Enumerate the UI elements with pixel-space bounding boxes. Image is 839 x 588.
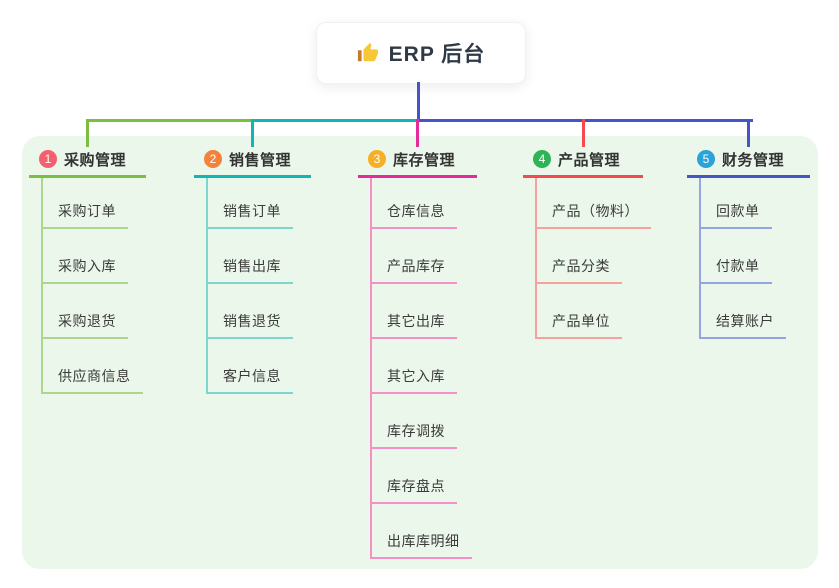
branch-children-line (41, 178, 43, 394)
branch-underline (687, 175, 810, 178)
connector-branch-drop (581, 119, 585, 147)
connector-horizontal-segment (86, 119, 254, 122)
branch-children-line (535, 178, 537, 339)
branch-number-badge: 2 (204, 150, 222, 168)
branch-underline (29, 175, 146, 178)
root-node[interactable]: ERP 后台 (316, 22, 526, 84)
connector-branch-drop (251, 119, 254, 147)
child-node[interactable]: 产品（物料） (535, 201, 651, 229)
mindmap-panel (22, 136, 818, 569)
connector-root-vertical (417, 82, 420, 122)
branch-children-line (370, 178, 372, 559)
child-node[interactable]: 采购入库 (41, 256, 128, 284)
child-node[interactable]: 采购退货 (41, 311, 128, 339)
branch-label: 财务管理 (722, 151, 785, 169)
connector-branch-drop (86, 119, 89, 147)
root-node-label: ERP 后台 (388, 43, 486, 66)
branch-header-inventory[interactable]: 3 库存管理 (358, 147, 477, 171)
child-node[interactable]: 采购订单 (41, 201, 128, 229)
child-node[interactable]: 出库库明细 (370, 531, 472, 559)
child-node[interactable]: 库存调拨 (370, 421, 457, 449)
branch-number-badge: 5 (697, 150, 715, 168)
branch-underline (523, 175, 643, 178)
child-node[interactable]: 销售出库 (206, 256, 293, 284)
child-node[interactable]: 回款单 (699, 201, 772, 229)
branch-label: 采购管理 (64, 151, 127, 169)
branch-children-line (699, 178, 701, 339)
branch-header-purchase[interactable]: 1 采购管理 (29, 147, 146, 171)
branch-underline (194, 175, 311, 178)
child-node[interactable]: 其它出库 (370, 311, 457, 339)
child-node[interactable]: 销售退货 (206, 311, 293, 339)
branch-label: 库存管理 (393, 151, 456, 169)
branch-number-badge: 3 (368, 150, 386, 168)
branch-number-badge: 4 (533, 150, 551, 168)
child-node[interactable]: 销售订单 (206, 201, 293, 229)
connector-branch-drop (747, 119, 750, 147)
branch-number-badge: 1 (39, 150, 57, 168)
connector-branch-drop (416, 119, 419, 147)
child-node[interactable]: 客户信息 (206, 366, 293, 394)
child-node[interactable]: 供应商信息 (41, 366, 143, 394)
branch-header-sales[interactable]: 2 销售管理 (194, 147, 311, 171)
branch-underline (358, 175, 477, 178)
branch-header-finance[interactable]: 5 财务管理 (687, 147, 810, 171)
child-node[interactable]: 付款单 (699, 256, 772, 284)
child-node[interactable]: 仓库信息 (370, 201, 457, 229)
branch-header-product[interactable]: 4 产品管理 (523, 147, 643, 171)
connector-horizontal-segment (251, 119, 418, 122)
branch-label: 销售管理 (229, 151, 292, 169)
thumbs-up-icon (357, 42, 378, 62)
child-node[interactable]: 产品库存 (370, 256, 457, 284)
branch-children-line (206, 178, 208, 394)
child-node[interactable]: 结算账户 (699, 311, 786, 339)
child-node[interactable]: 产品单位 (535, 311, 622, 339)
child-node[interactable]: 产品分类 (535, 256, 622, 284)
child-node[interactable]: 其它入库 (370, 366, 457, 394)
branch-label: 产品管理 (558, 151, 621, 169)
child-node[interactable]: 库存盘点 (370, 476, 457, 504)
